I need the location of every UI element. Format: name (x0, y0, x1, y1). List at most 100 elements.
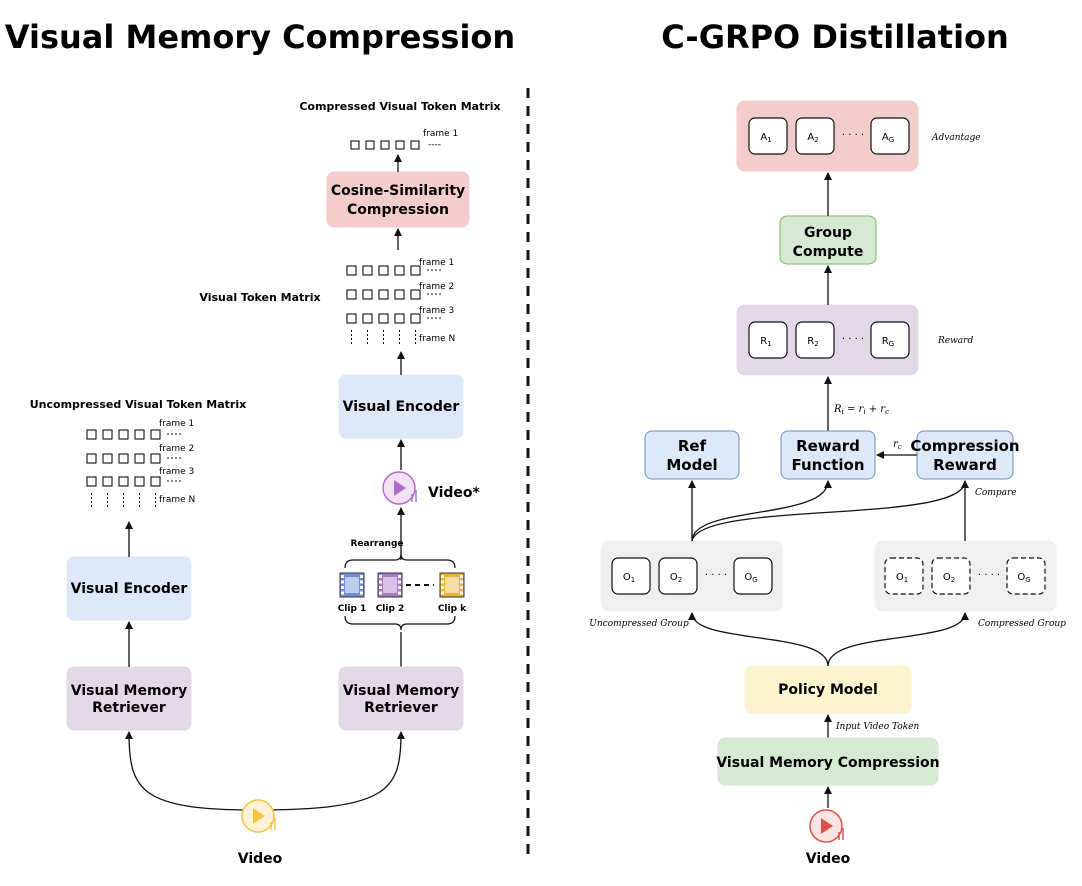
video-label-left: Video (238, 851, 283, 867)
clip-hole (398, 591, 401, 595)
clip-window (445, 577, 459, 593)
compression-reward-line2: Reward (933, 456, 997, 474)
policy-model-label: Policy Model (778, 682, 878, 698)
token-square (346, 265, 357, 276)
token-square (346, 289, 357, 300)
reward-label: Reward (937, 336, 973, 346)
reward-function-line2: Function (791, 456, 864, 474)
token-cell (611, 557, 651, 595)
retriever-left-line1: Visual Memory (71, 683, 187, 699)
clip-hole (379, 580, 382, 584)
token-cell (658, 557, 698, 595)
cell-ellipsis: · · · · (842, 334, 864, 345)
clip-hole (441, 586, 444, 589)
film-clip-icon (339, 572, 365, 598)
token-square (102, 429, 113, 440)
ref-model-box[interactable] (644, 430, 740, 480)
arrow-video-to-retriever-right (254, 731, 405, 811)
cosine-similarity-box[interactable] (326, 171, 470, 228)
compressed-matrix-label: Compressed Visual Token Matrix (299, 100, 500, 113)
token-square (394, 265, 405, 276)
token-cell-label: O2 (670, 572, 682, 584)
uncompressed-token-matrix (86, 429, 181, 507)
cosine-box-line1: Cosine-Similarity (331, 183, 465, 199)
token-cell (748, 117, 788, 155)
token-square (134, 476, 145, 487)
clip-hole (398, 575, 401, 578)
token-square (378, 313, 389, 324)
token-square (102, 476, 113, 487)
compressed-frame-label: frame 1 (423, 129, 458, 139)
token-cell-label: OG (1017, 572, 1030, 584)
retriever-box-right[interactable] (338, 666, 464, 731)
token-square (395, 140, 405, 150)
reward-function-box[interactable] (780, 430, 876, 480)
rearrange-label: Rearrange (350, 539, 403, 549)
clip2-label: Clip 2 (376, 604, 405, 614)
clip-hole (360, 591, 363, 595)
token-cell-label: O1 (623, 572, 635, 584)
token-square (394, 313, 405, 324)
clip-hole (398, 580, 401, 584)
token-cell-label: R1 (760, 336, 771, 348)
group-compute-line1: Group (804, 225, 852, 241)
retriever-right-line2: Retriever (364, 700, 438, 716)
vtm-frame2-label: frame 2 (419, 282, 454, 292)
token-square (86, 429, 97, 440)
clipk-label: Clip k (438, 604, 467, 614)
token-square (410, 289, 421, 300)
utm-frame1-label: frame 1 (159, 419, 194, 429)
clip-hole (441, 580, 444, 584)
visual-encoder-right-label: Visual Encoder (343, 399, 460, 415)
advantage-label: Advantage (931, 133, 981, 143)
utm-frame3-label: frame 3 (159, 467, 194, 477)
film-clip-icon (439, 572, 465, 598)
reward-formula: Ri = ri + rc (833, 404, 889, 416)
clip-window (345, 577, 359, 593)
visual-encoder-left-label: Visual Encoder (71, 581, 188, 597)
token-square (365, 140, 375, 150)
reward-function-line1: Reward (796, 437, 860, 455)
token-square (394, 289, 405, 300)
token-cell (931, 557, 971, 595)
play-video-icon (241, 799, 276, 833)
token-square (350, 140, 360, 150)
clip-hole (379, 591, 382, 595)
clip-hole (360, 586, 363, 589)
ref-model-line2: Model (666, 456, 717, 474)
token-square (410, 265, 421, 276)
clip-hole (379, 586, 382, 589)
token-square (150, 453, 161, 464)
clip1-label: Clip 1 (338, 604, 367, 614)
compression-reward-line1: Compression (910, 437, 1019, 455)
token-cell (795, 321, 835, 359)
arrow-uncompressed-to-rewardfn (691, 480, 832, 542)
uncompressed-group-label: Uncompressed Group (589, 619, 689, 629)
group-compute-line2: Compute (793, 244, 864, 260)
clip-hole (460, 575, 463, 578)
compare-label: Compare (975, 488, 1017, 498)
token-square (86, 476, 97, 487)
token-cell (870, 321, 910, 359)
vtm-frame1-label: frame 1 (419, 258, 454, 268)
clip-hole (441, 575, 444, 578)
video-label-right: Video (806, 851, 851, 867)
arrow-uncompressed-to-compression (691, 480, 969, 542)
clip-hole (360, 575, 363, 578)
vmc-box[interactable] (717, 737, 939, 786)
film-clip-icon (377, 572, 403, 598)
clip-hole (460, 580, 463, 584)
token-square (86, 453, 97, 464)
retriever-left-line2: Retriever (92, 700, 166, 716)
left-title: Visual Memory Compression (5, 18, 515, 56)
token-square (134, 429, 145, 440)
token-cell (733, 557, 773, 595)
clip-hole (398, 586, 401, 589)
clip-window (383, 577, 397, 593)
token-square (118, 429, 129, 440)
vtm-frameN-label: frame N (419, 334, 455, 344)
token-cell-label: A1 (760, 132, 771, 144)
clip-hole (341, 580, 344, 584)
token-cell-label: O1 (896, 572, 908, 584)
